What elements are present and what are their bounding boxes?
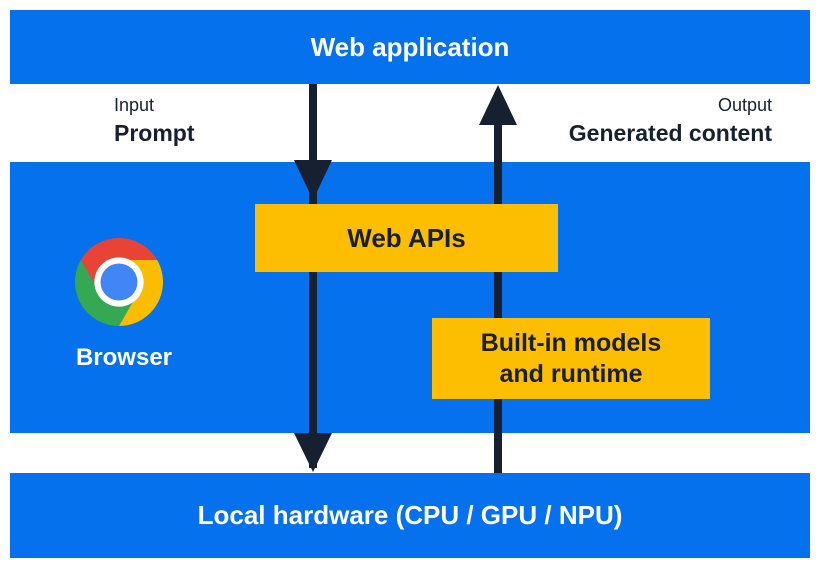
- web-application-label: Web application: [310, 31, 510, 62]
- input-value-label: Prompt: [114, 120, 195, 146]
- input-caption: Input: [114, 95, 155, 115]
- browser-label: Browser: [75, 344, 173, 371]
- chrome-logo-icon: [75, 238, 163, 326]
- builtin-models-label-line2: and runtime: [499, 359, 643, 388]
- web-apis-box: Web APIs: [255, 204, 558, 272]
- input-label-group: Input Prompt: [114, 92, 195, 148]
- local-hardware-band: [10, 473, 810, 558]
- builtin-models-label-line1: Built-in models: [480, 328, 662, 357]
- local-hardware-title: Local hardware (CPU / GPU / NPU): [10, 473, 810, 558]
- local-hardware-label: Local hardware (CPU / GPU / NPU): [197, 500, 623, 530]
- output-caption: Output: [717, 95, 772, 115]
- output-label-group: Output Generated content: [569, 92, 772, 148]
- output-value-label: Generated content: [568, 120, 772, 146]
- builtin-models-box: Built-in models and runtime: [432, 318, 710, 399]
- web-application-band: [10, 10, 810, 84]
- web-application-title: Web application: [10, 10, 810, 84]
- web-apis-label: Web APIs: [347, 222, 466, 253]
